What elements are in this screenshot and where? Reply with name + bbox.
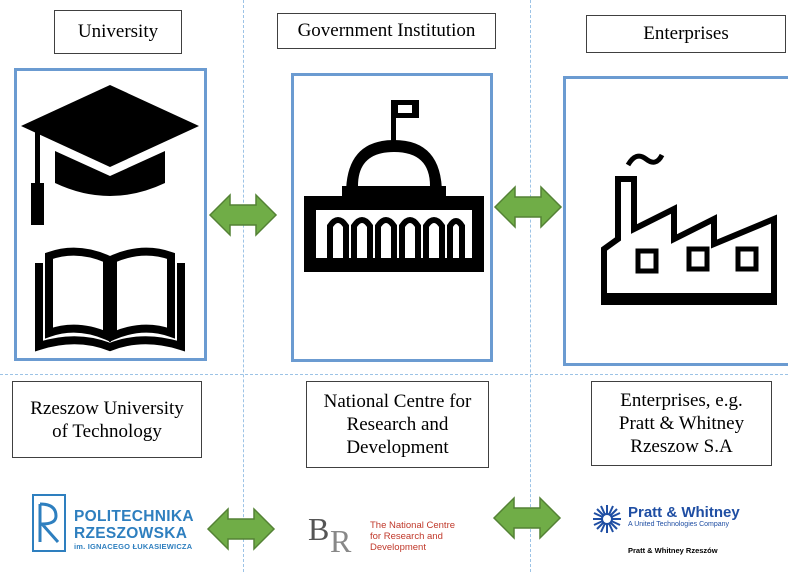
politechnika-line3: im. IGNACEGO ŁUKASIEWICZA: [74, 542, 193, 551]
enterprises-description: Enterprises, e.g. Pratt & Whitney Rzeszo…: [591, 381, 772, 466]
capitol-building-icon: [304, 100, 484, 272]
pratt-whitney-title: Pratt & Whitney: [628, 504, 740, 521]
svg-text:B: B: [308, 511, 329, 547]
double-arrow-logos-right: [492, 496, 562, 540]
pratt-whitney-subtitle: A United Technologies Company: [628, 521, 730, 528]
government-description: National Centre for Research and Develop…: [306, 381, 489, 468]
politechnika-rzeszowska-logo: POLITECHNIKA RZESZOWSKA im. IGNACEGO ŁUK…: [32, 494, 207, 554]
enterprises-title: Enterprises: [586, 15, 786, 53]
university-panel: [14, 68, 207, 361]
ncbr-logo: B R The National Centre for Research and…: [308, 508, 490, 562]
ncbr-emblem-icon: B R: [308, 511, 352, 559]
row-divider: [0, 374, 788, 375]
pratt-whitney-eagle-icon: [593, 505, 621, 533]
column-divider-left: [243, 0, 244, 572]
government-title: Government Institution: [277, 13, 496, 49]
double-arrow-university-government: [208, 193, 278, 237]
enterprises-panel: [563, 76, 788, 366]
politechnika-line1: POLITECHNIKA: [74, 508, 194, 525]
university-title: University: [54, 10, 182, 54]
university-description: Rzeszow University of Technology: [12, 381, 202, 458]
pratt-whitney-bottom: Pratt & Whitney Rzeszów: [628, 546, 718, 555]
politechnika-emblem-icon: [32, 494, 66, 552]
double-arrow-government-enterprises: [493, 185, 563, 229]
svg-text:R: R: [330, 523, 352, 559]
pratt-whitney-logo: Pratt & Whitney A United Technologies Co…: [592, 502, 782, 562]
graduation-book-icon: [21, 85, 199, 352]
column-divider-right: [530, 0, 531, 572]
government-panel: [291, 73, 493, 362]
politechnika-line2: RZESZOWSKA: [74, 525, 188, 542]
double-arrow-logos-left: [206, 507, 276, 551]
factory-icon: [601, 153, 777, 305]
ncbr-line1: The National Centre: [370, 520, 456, 531]
ncbr-line2: for Research and Development: [370, 531, 443, 553]
